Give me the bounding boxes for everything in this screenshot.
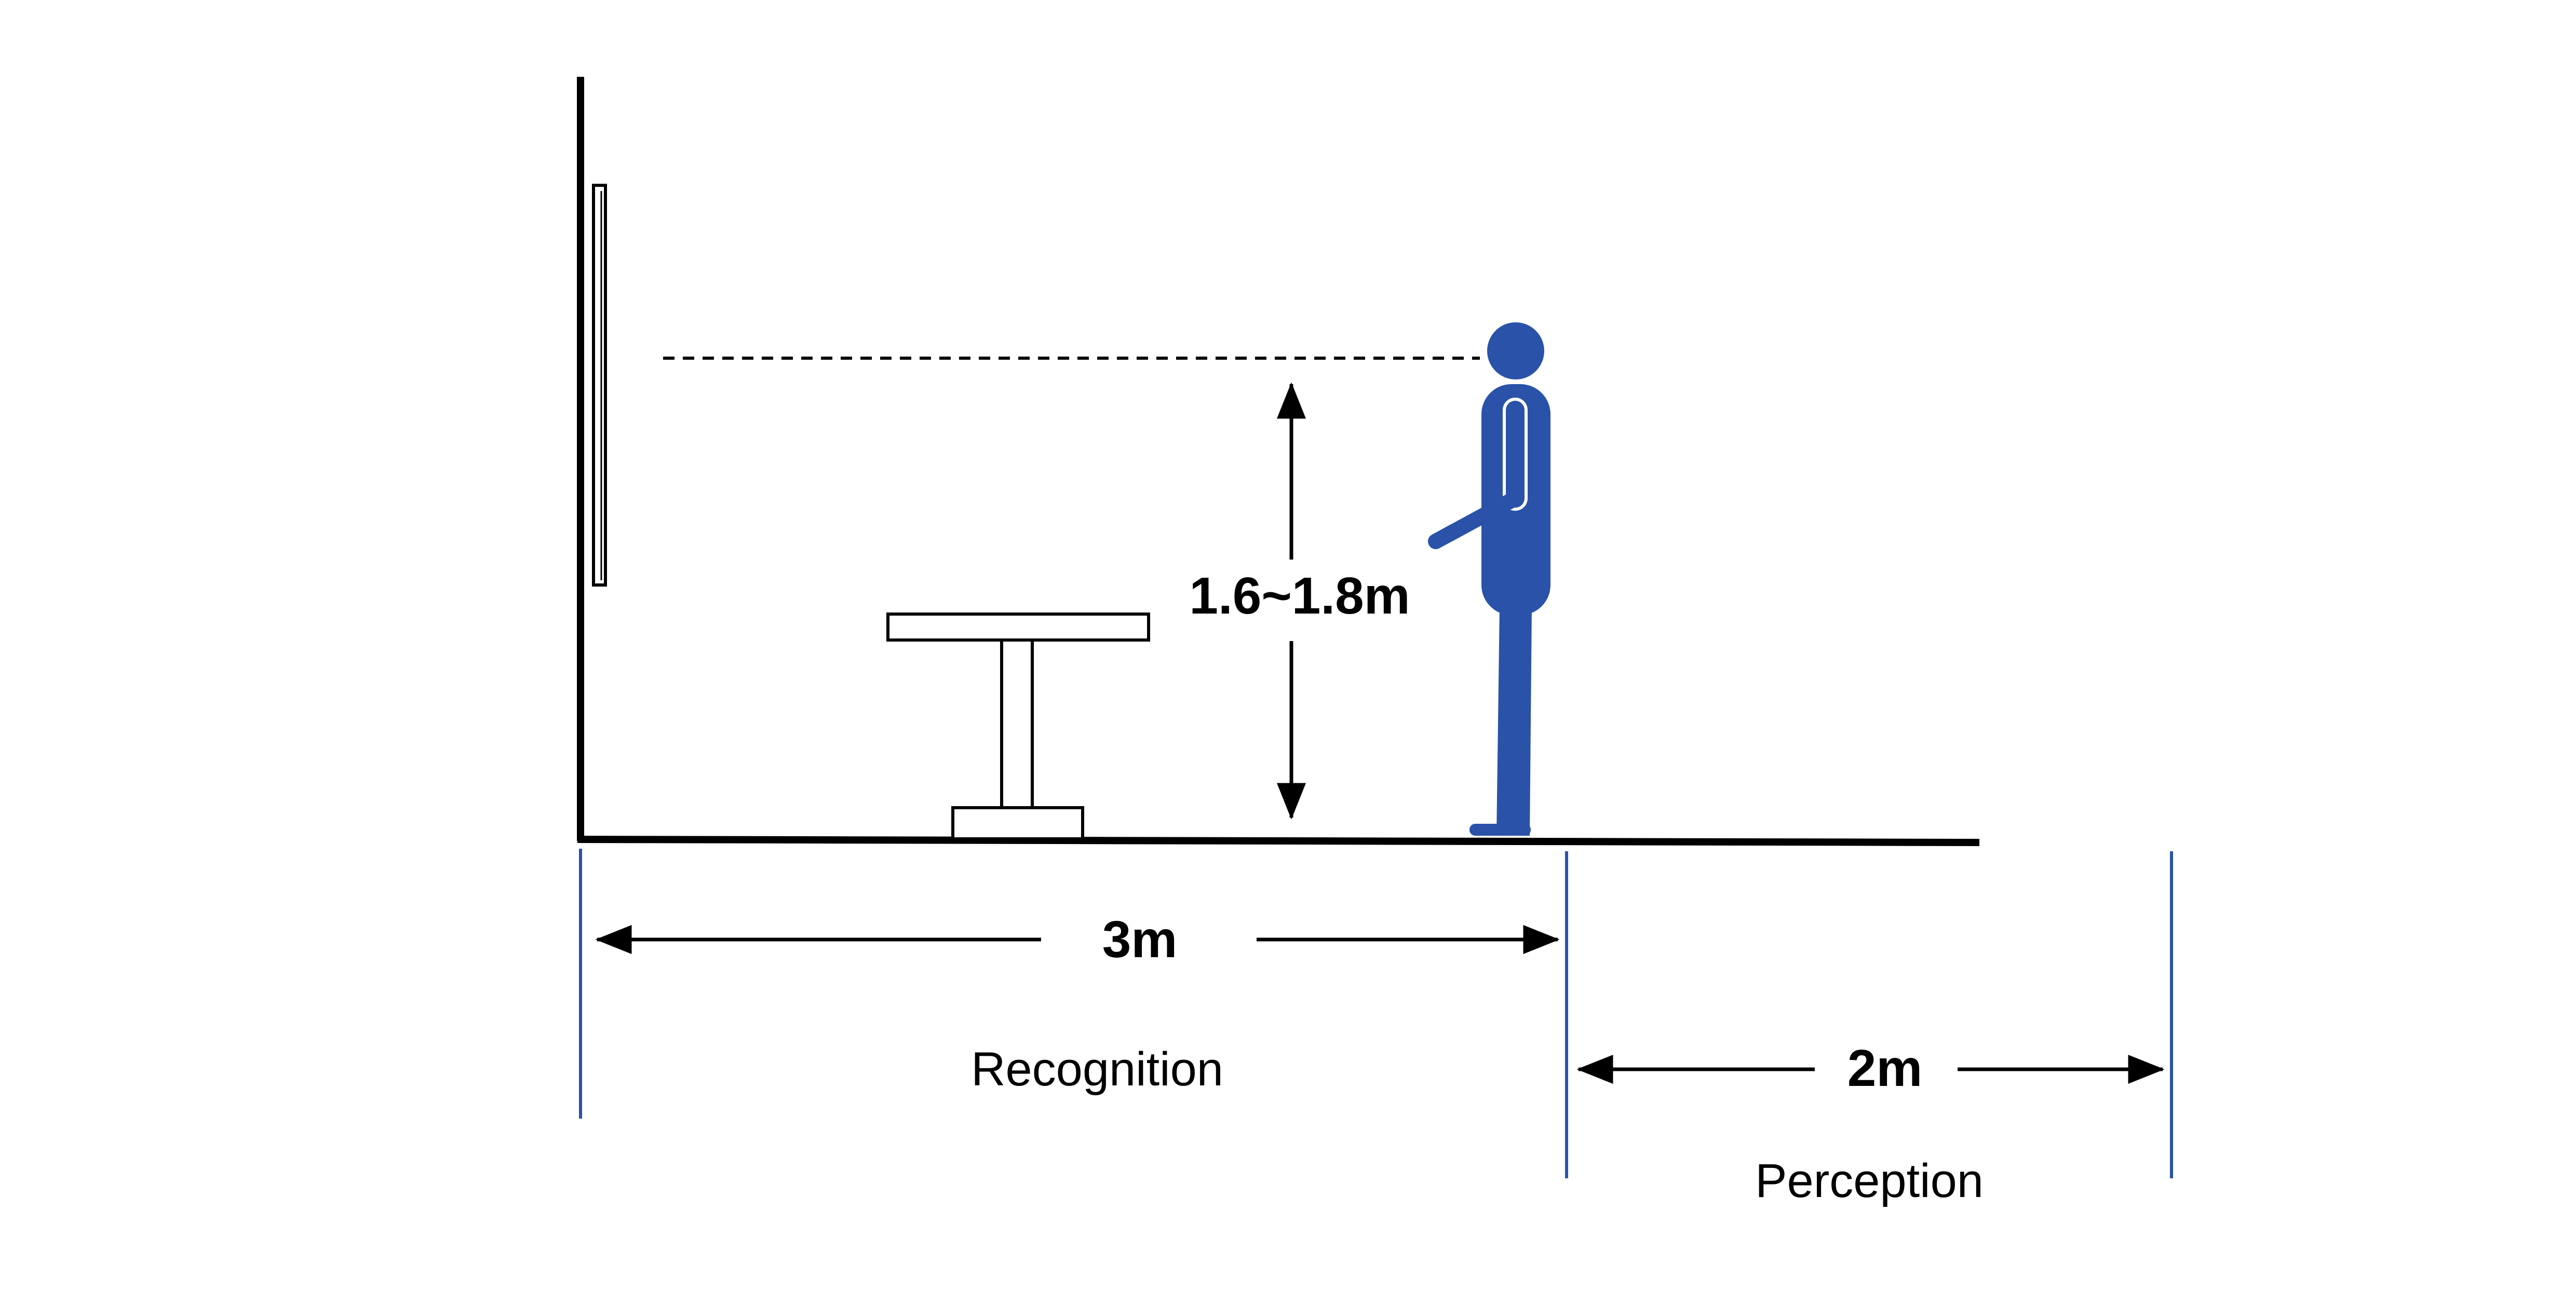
perception-dimension: 2m Perception bbox=[1576, 1039, 2165, 1207]
floor-line bbox=[577, 836, 1980, 846]
table-base bbox=[951, 806, 1084, 840]
recognition-label: Recognition bbox=[971, 1043, 1223, 1096]
person-figure bbox=[1428, 322, 1550, 836]
recognition-dimension: 3m Recognition bbox=[595, 910, 1560, 1096]
person-head bbox=[1487, 322, 1544, 379]
height-dimension: 1.6~1.8m bbox=[1189, 382, 1410, 820]
wall-screen bbox=[592, 184, 607, 587]
room-structure bbox=[577, 77, 1980, 846]
height-label: 1.6~1.8m bbox=[1189, 567, 1410, 625]
perception-label: Perception bbox=[1755, 1154, 1984, 1207]
person-foot bbox=[1469, 824, 1531, 836]
table bbox=[886, 613, 1150, 840]
zone-markers bbox=[579, 849, 2173, 1178]
perception-distance-label: 2m bbox=[1847, 1039, 1923, 1097]
person-forearm bbox=[1428, 491, 1523, 549]
table-top bbox=[886, 613, 1150, 642]
person-leg bbox=[1496, 607, 1532, 836]
table-leg bbox=[1000, 638, 1034, 809]
recognition-distance-label: 3m bbox=[1102, 910, 1178, 969]
